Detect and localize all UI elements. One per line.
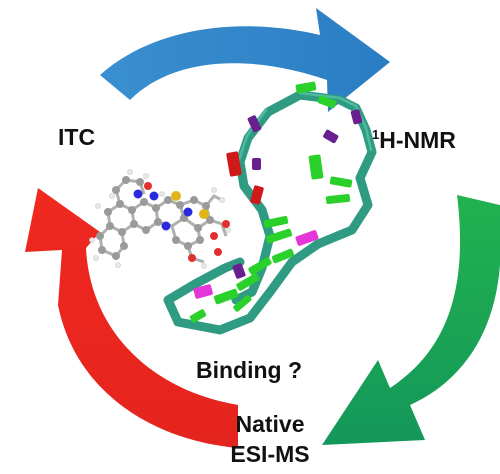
- ligand-molecule: [89, 169, 231, 269]
- label-nmr: 1H-NMR: [372, 127, 456, 153]
- label-nmr-text: H-NMR: [379, 127, 456, 153]
- label-binding: Binding ?: [196, 357, 302, 383]
- arrow-top: [100, 8, 390, 112]
- label-esi-ms: ESI-MS: [230, 441, 309, 467]
- label-itc: ITC: [58, 124, 95, 150]
- dna-bases: [189, 81, 363, 323]
- label-nmr-superscript: 1: [372, 127, 379, 142]
- label-native: Native: [235, 411, 304, 437]
- arrow-right: [322, 195, 500, 445]
- arrow-left: [25, 188, 238, 448]
